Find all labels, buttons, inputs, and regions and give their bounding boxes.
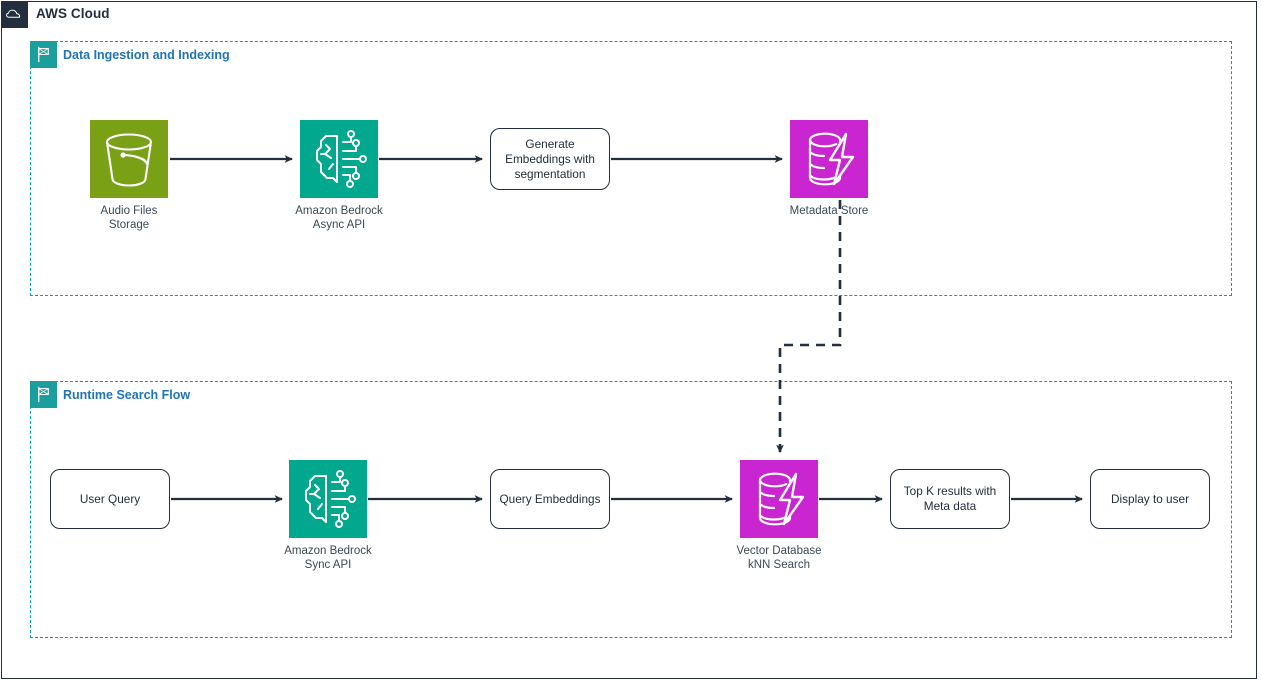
label-bedrock-sync: Amazon Bedrock Sync API (284, 545, 372, 571)
s3-bucket-icon[interactable] (90, 120, 168, 198)
label-metadata-store: Metadata Store (789, 205, 869, 217)
process-generate-embeddings[interactable]: Generate Embeddings with segmentation (490, 128, 610, 190)
vector-database-icon[interactable] (790, 120, 868, 198)
flag-icon (30, 41, 57, 68)
group-runtime-search-flow (30, 381, 1232, 638)
page-title: AWS Cloud (36, 6, 110, 21)
label-bedrock-async: Amazon Bedrock Async API (295, 205, 383, 231)
vector-database-icon[interactable] (740, 460, 818, 538)
group-title-runtime-search: Runtime Search Flow (63, 388, 191, 402)
label-vector-database: Vector Database kNN Search (736, 545, 822, 571)
group-data-ingestion-and-indexing (30, 41, 1232, 296)
process-user-query[interactable]: User Query (50, 469, 170, 529)
process-query-embeddings[interactable]: Query Embeddings (490, 469, 610, 529)
amazon-bedrock-icon[interactable] (300, 120, 378, 198)
process-top-k-results[interactable]: Top K results with Meta data (890, 469, 1010, 529)
group-title-data-ingestion: Data Ingestion and Indexing (63, 48, 230, 62)
label-audio-files-storage: Audio Files Storage (100, 205, 158, 231)
process-display-to-user[interactable]: Display to user (1090, 469, 1210, 529)
amazon-bedrock-icon[interactable] (289, 460, 367, 538)
flag-icon (30, 381, 57, 408)
aws-cloud-icon (1, 1, 28, 28)
